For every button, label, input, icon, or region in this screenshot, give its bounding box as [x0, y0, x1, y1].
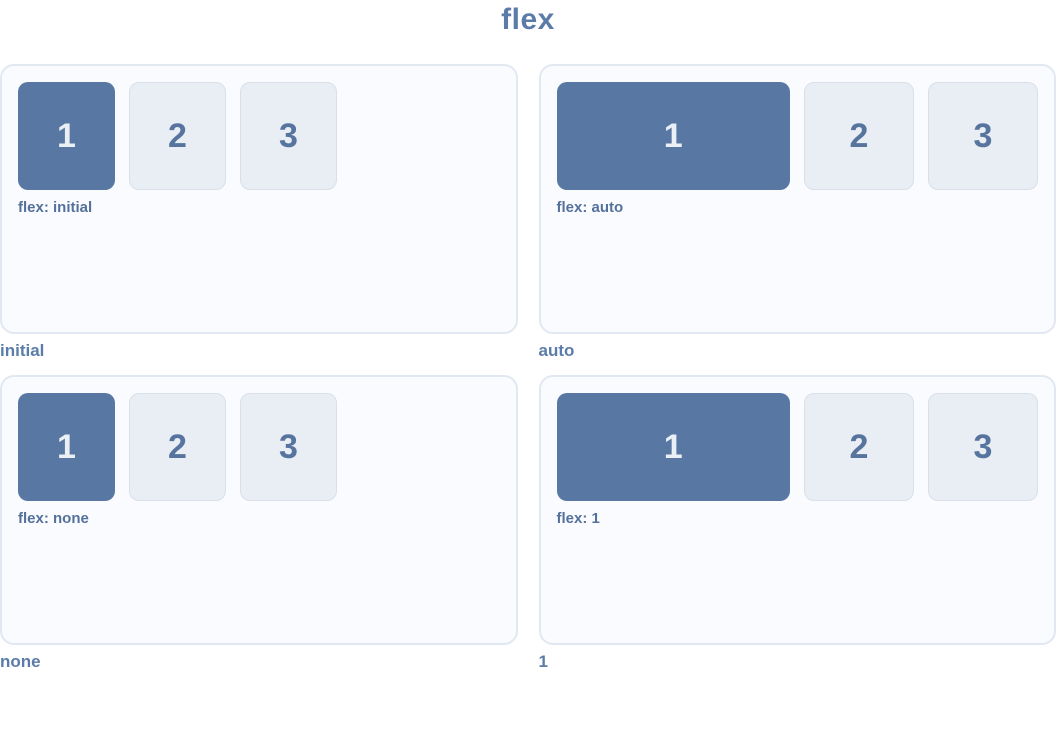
flex-row: 1 2 3: [18, 82, 500, 190]
page-title: flex: [0, 2, 1056, 38]
flex-item-1: 1: [557, 82, 791, 190]
flex-item-2: 2: [129, 82, 226, 190]
flex-item-1: 1: [18, 82, 115, 190]
flex-item-3: 3: [928, 82, 1038, 190]
demo-cell-1: 1 2 3 flex: 1 1: [539, 375, 1056, 672]
flex-row: 1 2 3: [557, 82, 1039, 190]
flex-item-3: 3: [928, 393, 1038, 501]
demo-cell-auto: 1 2 3 flex: auto auto: [539, 64, 1056, 361]
demo-cell-initial: 1 2 3 flex: initial initial: [0, 64, 518, 361]
panel-caption: auto: [539, 340, 1056, 361]
demo-panel-none: 1 2 3 flex: none: [0, 375, 518, 645]
flex-item-1: 1: [18, 393, 115, 501]
panel-caption: 1: [539, 651, 1056, 672]
flex-item-2: 2: [804, 393, 914, 501]
demo-panel-auto: 1 2 3 flex: auto: [539, 64, 1056, 334]
flex-item-3: 3: [240, 82, 337, 190]
panel-caption: initial: [0, 340, 518, 361]
flex-value-label: flex: 1: [557, 510, 1039, 527]
panel-caption: none: [0, 651, 518, 672]
flex-value-label: flex: none: [18, 510, 500, 527]
flex-item-1: 1: [557, 393, 791, 501]
demo-panel-initial: 1 2 3 flex: initial: [0, 64, 518, 334]
flex-value-label: flex: auto: [557, 199, 1039, 216]
flex-item-2: 2: [129, 393, 226, 501]
demo-panel-1: 1 2 3 flex: 1: [539, 375, 1056, 645]
demo-grid: 1 2 3 flex: initial initial 1 2 3 flex: …: [0, 64, 1056, 672]
demo-cell-none: 1 2 3 flex: none none: [0, 375, 518, 672]
flex-item-3: 3: [240, 393, 337, 501]
flex-value-label: flex: initial: [18, 199, 500, 216]
flex-row: 1 2 3: [18, 393, 500, 501]
flex-item-2: 2: [804, 82, 914, 190]
flex-row: 1 2 3: [557, 393, 1039, 501]
